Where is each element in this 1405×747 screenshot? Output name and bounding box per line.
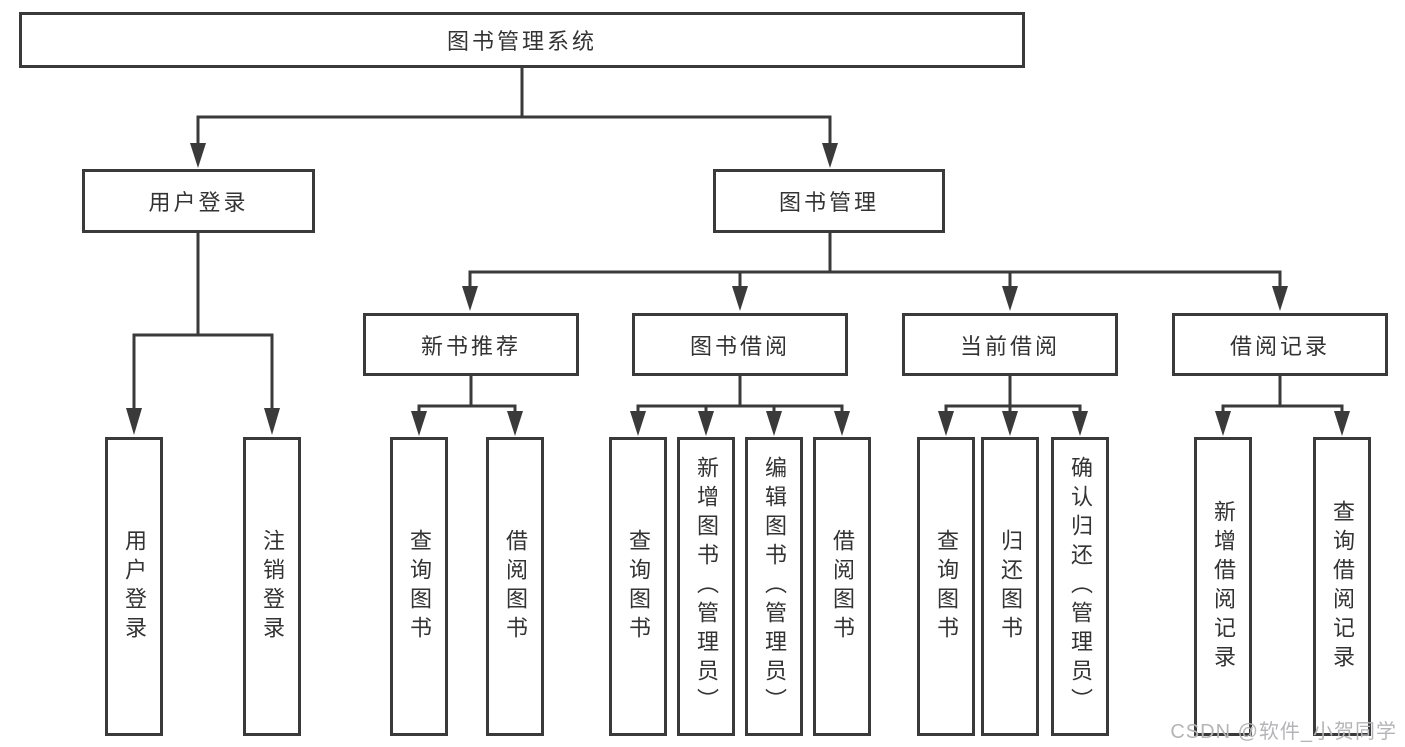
node-current-borrow: 当前借阅 xyxy=(902,313,1118,376)
leaf-add-book-admin: 新增图书（管理员） xyxy=(677,437,735,736)
leaf-borrow-books-recommend: 借阅图书 xyxy=(486,437,544,736)
leaf-add-borrow-record-label: 新增借阅记录 xyxy=(1211,499,1236,674)
leaf-confirm-return-admin-label: 确认归还（管理员） xyxy=(1068,456,1093,717)
leaf-query-borrow-record: 查询借阅记录 xyxy=(1313,437,1371,736)
leaf-add-borrow-record: 新增借阅记录 xyxy=(1194,437,1252,736)
node-user-login: 用户登录 xyxy=(82,169,315,233)
node-borrow-records: 借阅记录 xyxy=(1172,313,1388,376)
leaf-query-books-borrow: 查询图书 xyxy=(609,437,667,736)
leaf-user-login: 用户登录 xyxy=(105,437,163,736)
leaf-edit-book-admin-label: 编辑图书（管理员） xyxy=(762,456,787,717)
leaf-borrow-books-label: 借阅图书 xyxy=(830,528,855,645)
leaf-query-books-current-label: 查询图书 xyxy=(934,528,959,645)
leaf-query-books-recommend: 查询图书 xyxy=(390,437,448,736)
leaf-return-book-label: 归还图书 xyxy=(998,528,1023,645)
leaf-query-books-borrow-label: 查询图书 xyxy=(626,528,651,645)
leaf-query-books-current: 查询图书 xyxy=(917,437,975,736)
csdn-watermark: CSDN @软件_小贺同学 xyxy=(1170,721,1397,743)
node-book-management: 图书管理 xyxy=(713,169,945,233)
leaf-logout: 注销登录 xyxy=(243,437,301,736)
leaf-user-login-label: 用户登录 xyxy=(122,528,147,645)
leaf-add-book-admin-label: 新增图书（管理员） xyxy=(694,456,719,717)
leaf-borrow-books-recommend-label: 借阅图书 xyxy=(503,528,528,645)
leaf-logout-label: 注销登录 xyxy=(260,528,285,645)
leaf-confirm-return-admin: 确认归还（管理员） xyxy=(1051,437,1109,736)
node-library-management-system: 图书管理系统 xyxy=(19,12,1025,68)
node-book-borrow: 图书借阅 xyxy=(632,313,848,376)
leaf-query-books-recommend-label: 查询图书 xyxy=(407,528,432,645)
leaf-borrow-books: 借阅图书 xyxy=(813,437,871,736)
leaf-query-borrow-record-label: 查询借阅记录 xyxy=(1330,499,1355,674)
leaf-return-book: 归还图书 xyxy=(981,437,1039,736)
leaf-edit-book-admin: 编辑图书（管理员） xyxy=(745,437,803,736)
node-new-book-recommend: 新书推荐 xyxy=(363,313,579,376)
